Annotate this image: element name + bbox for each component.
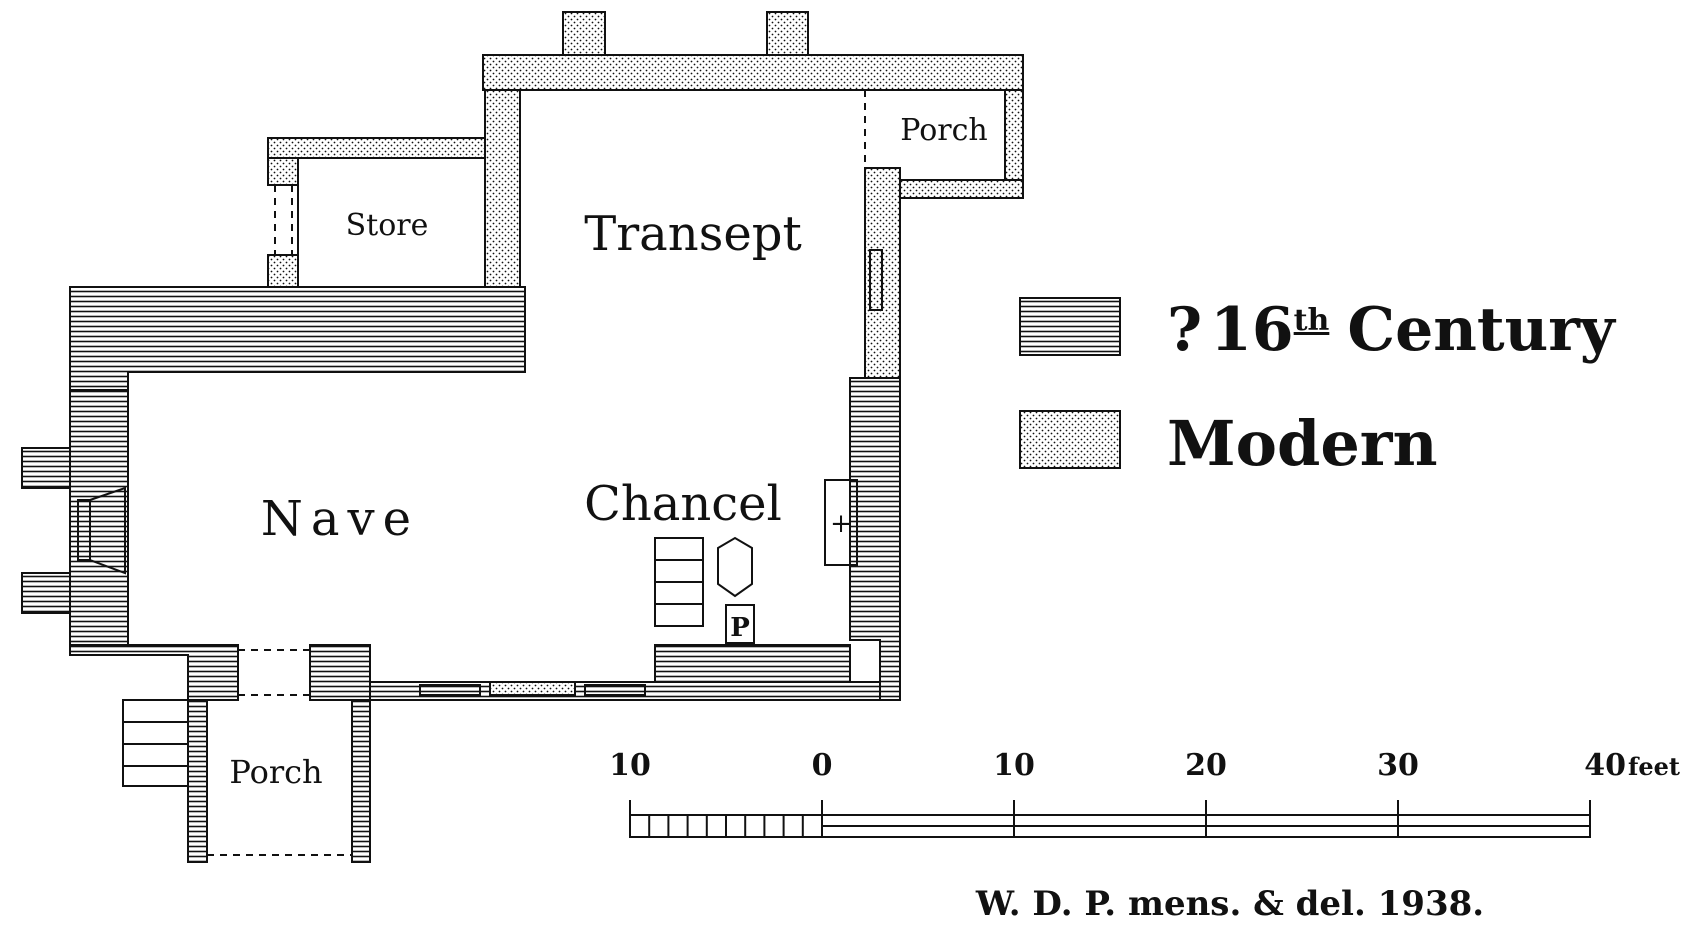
label-pulpit: P <box>730 613 750 643</box>
label-chancel: Chancel <box>584 476 782 532</box>
label-store: Store <box>346 208 429 243</box>
legend-label-modern: Modern <box>1167 407 1438 480</box>
label-nave: Nave <box>261 491 419 547</box>
scale-major-ticks <box>629 800 1591 837</box>
south-window-1 <box>419 684 481 696</box>
label-transept: Transept <box>584 206 802 262</box>
wall-south-porch-west <box>187 699 208 863</box>
credit-line: W. D. P. mens. & del. 1938. <box>975 884 1484 924</box>
pew-2 <box>654 559 704 583</box>
scale-unit-label: feet <box>1628 752 1680 781</box>
steps-1 <box>122 699 189 723</box>
wall-transept-north <box>482 54 1024 91</box>
wall-store-west-low <box>267 254 299 288</box>
wall-store-east <box>484 89 521 288</box>
scale-label: 20 <box>1185 748 1227 783</box>
south-window-2 <box>584 684 646 696</box>
pew-3 <box>654 581 704 605</box>
pew-4 <box>654 603 704 627</box>
steps-3 <box>122 743 189 767</box>
steps-2 <box>122 721 189 745</box>
legend-century-prefix: ? <box>1167 295 1202 365</box>
wall-store-north <box>267 137 521 159</box>
scale-label: 40feet <box>1584 748 1680 783</box>
scale-label-value: 40 <box>1584 748 1626 783</box>
legend: ?16th Century Modern <box>1019 295 1617 480</box>
label-porch-south: Porch <box>229 753 322 791</box>
wall-store-west <box>267 157 299 186</box>
scale-label: 0 <box>812 748 833 783</box>
interior-outlines <box>77 90 883 856</box>
wall-nave-south-mid <box>309 644 371 701</box>
scale-labels: 10 0 10 20 30 40feet <box>609 748 1680 783</box>
walls-16th-century <box>21 286 901 863</box>
scale-bar: 10 0 10 20 30 40feet <box>609 748 1680 838</box>
wall-chancel-step <box>654 644 851 683</box>
altar-cross-icon: + <box>830 509 852 539</box>
scale-label: 30 <box>1377 748 1419 783</box>
wall-nave-south-west <box>69 644 239 701</box>
scale-label: 10 <box>993 748 1035 783</box>
legend-century-suffix: th <box>1294 303 1330 338</box>
scale-label: 10 <box>609 748 651 783</box>
wall-nave-north <box>69 286 526 391</box>
wall-west-buttress-bottom <box>21 572 71 614</box>
wall-south-porch-east <box>351 699 371 863</box>
wall-chimney-left <box>562 11 606 56</box>
pew-1 <box>654 537 704 561</box>
store-room-outline <box>297 157 486 288</box>
west-window-splay <box>89 486 126 575</box>
legend-century-number: 16 <box>1210 295 1294 365</box>
legend-swatch-modern <box>1019 410 1121 469</box>
pulpit-box <box>725 604 755 644</box>
font-octagon <box>717 536 753 598</box>
wall-chimney-right <box>766 11 809 56</box>
steps-4 <box>122 765 189 787</box>
east-window <box>869 249 883 311</box>
legend-label-16th-century: ?16th Century <box>1167 295 1617 365</box>
altar <box>824 479 858 566</box>
legend-century-word: Century <box>1347 295 1617 365</box>
wall-nave-south-patch <box>489 681 576 696</box>
label-porch-north: Porch <box>900 113 988 148</box>
walls-modern <box>267 11 1024 696</box>
wall-west-buttress-top <box>21 447 71 489</box>
legend-swatch-16th-century <box>1019 297 1121 356</box>
